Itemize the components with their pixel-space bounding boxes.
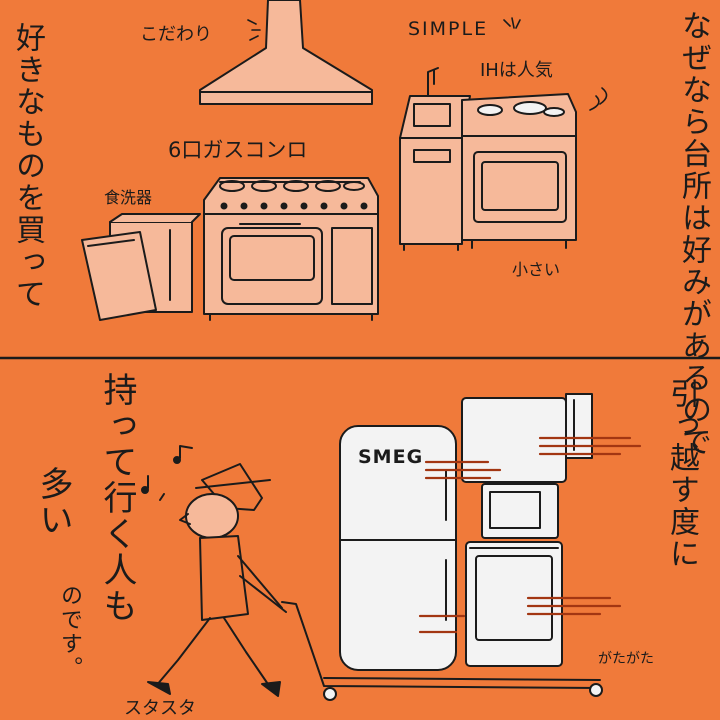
gas-range-legs — [209, 313, 373, 321]
hand-truck — [281, 601, 603, 701]
label-kodawari: こだわり — [140, 24, 212, 45]
gas-range-six-burner — [203, 177, 379, 315]
walking-person — [147, 463, 287, 697]
sound-effect-gatagata: がたがた — [598, 651, 654, 667]
caption-motte-iku: 持って行く人も — [97, 372, 137, 624]
caption-kaimono: 好きなものを買って — [10, 22, 45, 310]
brand-label-smeg: SMEG — [358, 446, 424, 468]
gas-burners — [219, 180, 365, 192]
label-simple: SIMPLE — [408, 18, 489, 40]
gas-range-knobs — [220, 202, 368, 210]
caption-naze-nara: なぜなら台所は好みがあるので — [676, 10, 711, 458]
smeg-refrigerator — [339, 425, 457, 671]
small-ih-range — [461, 93, 577, 249]
dishwasher — [81, 213, 201, 321]
label-dishwasher: 食洗器 — [104, 188, 153, 207]
caption-nodesu: のです。 — [57, 584, 82, 680]
range-hood — [199, 0, 373, 105]
label-gas-range: 6口ガスコンロ — [168, 138, 308, 162]
stacked-range — [465, 541, 563, 667]
music-note-icons — [141, 445, 193, 501]
motion-lines — [418, 436, 642, 634]
label-small: 小さい — [512, 260, 561, 279]
caption-hikkosu: 引っ越す度に — [664, 378, 699, 570]
small-sink-cabinet — [399, 95, 471, 251]
faucet — [427, 67, 439, 97]
label-ih: IHは人気 — [480, 60, 553, 81]
sparkle-marks-ih — [589, 87, 608, 111]
sparkle-marks-hood — [247, 19, 261, 41]
sparkle-marks-simple — [503, 17, 521, 29]
ih-cooktop — [477, 101, 565, 117]
caption-ooi: 多い — [33, 466, 73, 538]
sound-effect-sutasuta: スタスタ — [124, 698, 196, 719]
stacked-microwave — [481, 483, 559, 539]
